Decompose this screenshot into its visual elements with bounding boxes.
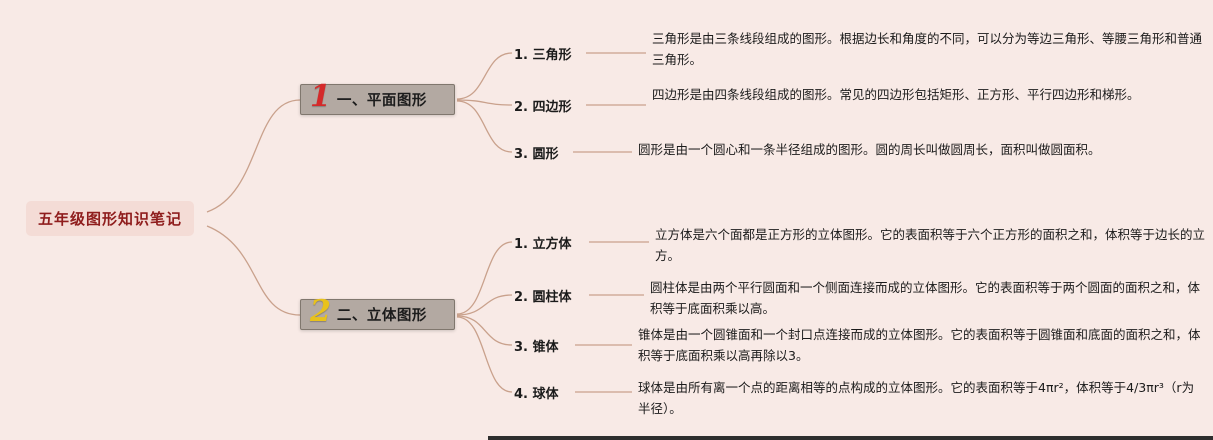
desc-node-quadrilateral[interactable]: 四边形是由四条线段组成的图形。常见的四边形包括矩形、正方形、平行四边形和梯形。 [652,87,1140,102]
connector-solid-cylinder [456,294,513,316]
branch-number-2: 2 [310,293,331,329]
child-node-quadrilateral[interactable]: 2. 四边形 [514,100,572,115]
branch-label-plane-shapes: 一、平面图形 [336,93,427,109]
connector-solid-cube [456,241,513,315]
child-node-cylinder[interactable]: 2. 圆柱体 [514,290,572,305]
desc-node-cone[interactable]: 锥体是由一个圆锥面和一个封口点连接而成的立体图形。它的表面积等于圆锥面和底面的面… [638,327,1201,363]
desc-node-cube[interactable]: 立方体是六个面都是正方形的立体图形。它的表面积等于六个正方形的面积之和，体积等于… [655,227,1206,263]
connector-plane-quad [456,99,513,106]
connector-root-plane [206,99,301,213]
bottom-edge-bar [488,436,1213,440]
branch-number-1: 1 [310,78,331,114]
desc-node-sphere[interactable]: 球体是由所有离一个点的距离相等的点构成的立体图形。它的表面积等于4πr²，体积等… [638,380,1195,416]
connector-solid-cone [456,315,513,346]
connector-solid-sphere [456,316,513,393]
connector-plane-circle [456,100,513,153]
desc-node-triangle[interactable]: 三角形是由三条线段组成的图形。根据边长和角度的不同，可以分为等边三角形、等腰三角… [652,31,1203,67]
branch-label-solid-shapes: 二、立体图形 [336,308,427,324]
connector-plane-triangle [456,52,513,100]
root-node[interactable]: 五年级图形知识笔记 [26,201,195,236]
child-node-triangle[interactable]: 1. 三角形 [514,48,572,63]
child-node-cube[interactable]: 1. 立方体 [514,237,572,252]
branch-node-plane-shapes[interactable]: 1 一、平面图形 [300,78,455,115]
branch-node-solid-shapes[interactable]: 2 二、立体图形 [300,293,455,330]
desc-node-circle[interactable]: 圆形是由一个圆心和一条半径组成的图形。圆的周长叫做圆周长，面积叫做圆面积。 [638,142,1101,157]
desc-node-cylinder[interactable]: 圆柱体是由两个平行圆面和一个侧面连接而成的立体图形。它的表面积等于两个圆面的面积… [650,280,1201,316]
child-node-sphere[interactable]: 4. 球体 [514,387,559,402]
connector-root-solid [206,225,301,316]
child-node-circle[interactable]: 3. 圆形 [514,147,559,162]
child-node-cone[interactable]: 3. 锥体 [514,340,559,355]
